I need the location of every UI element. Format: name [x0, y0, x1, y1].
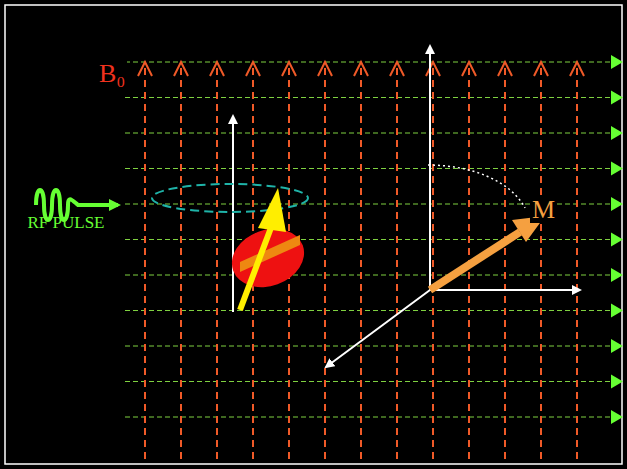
- y-axis: [326, 290, 430, 367]
- b0-field-head: [426, 62, 440, 76]
- b0-field-head: [462, 62, 476, 76]
- x-axis: [430, 289, 580, 291]
- b0-field-line: [432, 68, 434, 460]
- b0-field-line: [180, 68, 182, 460]
- rf-field-head: [611, 304, 623, 318]
- b0-field-head: [282, 62, 296, 76]
- rf-field-head: [611, 339, 623, 353]
- b0-field-line: [144, 68, 146, 460]
- b0-field-line: [324, 68, 326, 460]
- proton-band: [240, 235, 300, 272]
- rf-field-head: [611, 233, 623, 247]
- b0-field-head: [534, 62, 548, 76]
- b0-field-head: [318, 62, 332, 76]
- rf-field-line: [125, 275, 611, 276]
- rf-field-line: [125, 62, 611, 63]
- rf-field-line: [125, 97, 611, 98]
- rf-field-head: [611, 126, 623, 140]
- b0-field-line: [360, 68, 362, 460]
- field-label: B₀: [97, 60, 127, 87]
- rf-field-head: [611, 410, 623, 424]
- b0-field-head: [570, 62, 584, 76]
- z-axis: [429, 46, 431, 290]
- rf-field-line: [125, 239, 611, 240]
- rf-field-line: [125, 168, 611, 169]
- rf-field-head: [611, 197, 623, 211]
- rf-field-line: [125, 417, 611, 418]
- b0-field-head: [174, 62, 188, 76]
- magnetization-vector: [430, 232, 520, 290]
- rf-field-line: [125, 133, 611, 134]
- b0-field-line: [396, 68, 398, 460]
- rf-field-head: [611, 162, 623, 176]
- magnetization-label: M: [530, 196, 557, 223]
- b0-field-head: [138, 62, 152, 76]
- rf-field-head: [611, 268, 623, 282]
- frame: [5, 5, 622, 464]
- field-grid: [125, 55, 623, 460]
- spin-head: [258, 188, 286, 232]
- precession-orbit: [152, 184, 308, 212]
- b0-field-head: [390, 62, 404, 76]
- b0-field-line: [504, 68, 506, 460]
- rf-field-head: [611, 375, 623, 389]
- b0-field-head: [210, 62, 224, 76]
- rf-field-line: [125, 346, 611, 347]
- precession-axis: [232, 116, 234, 312]
- tip-path: [428, 165, 525, 208]
- rf-field-line: [125, 310, 611, 311]
- rf-pulse-label: RF PULSE: [24, 214, 108, 232]
- b0-field-head: [246, 62, 260, 76]
- b0-field-line: [216, 68, 218, 460]
- b0-field-line: [576, 68, 578, 460]
- rf-field-head: [611, 91, 623, 105]
- b0-field-head: [498, 62, 512, 76]
- rf-field-head: [611, 55, 623, 69]
- b0-field-head: [354, 62, 368, 76]
- spin-vector: [240, 225, 272, 310]
- rf-field-line: [125, 381, 611, 382]
- b0-field-line: [540, 68, 542, 460]
